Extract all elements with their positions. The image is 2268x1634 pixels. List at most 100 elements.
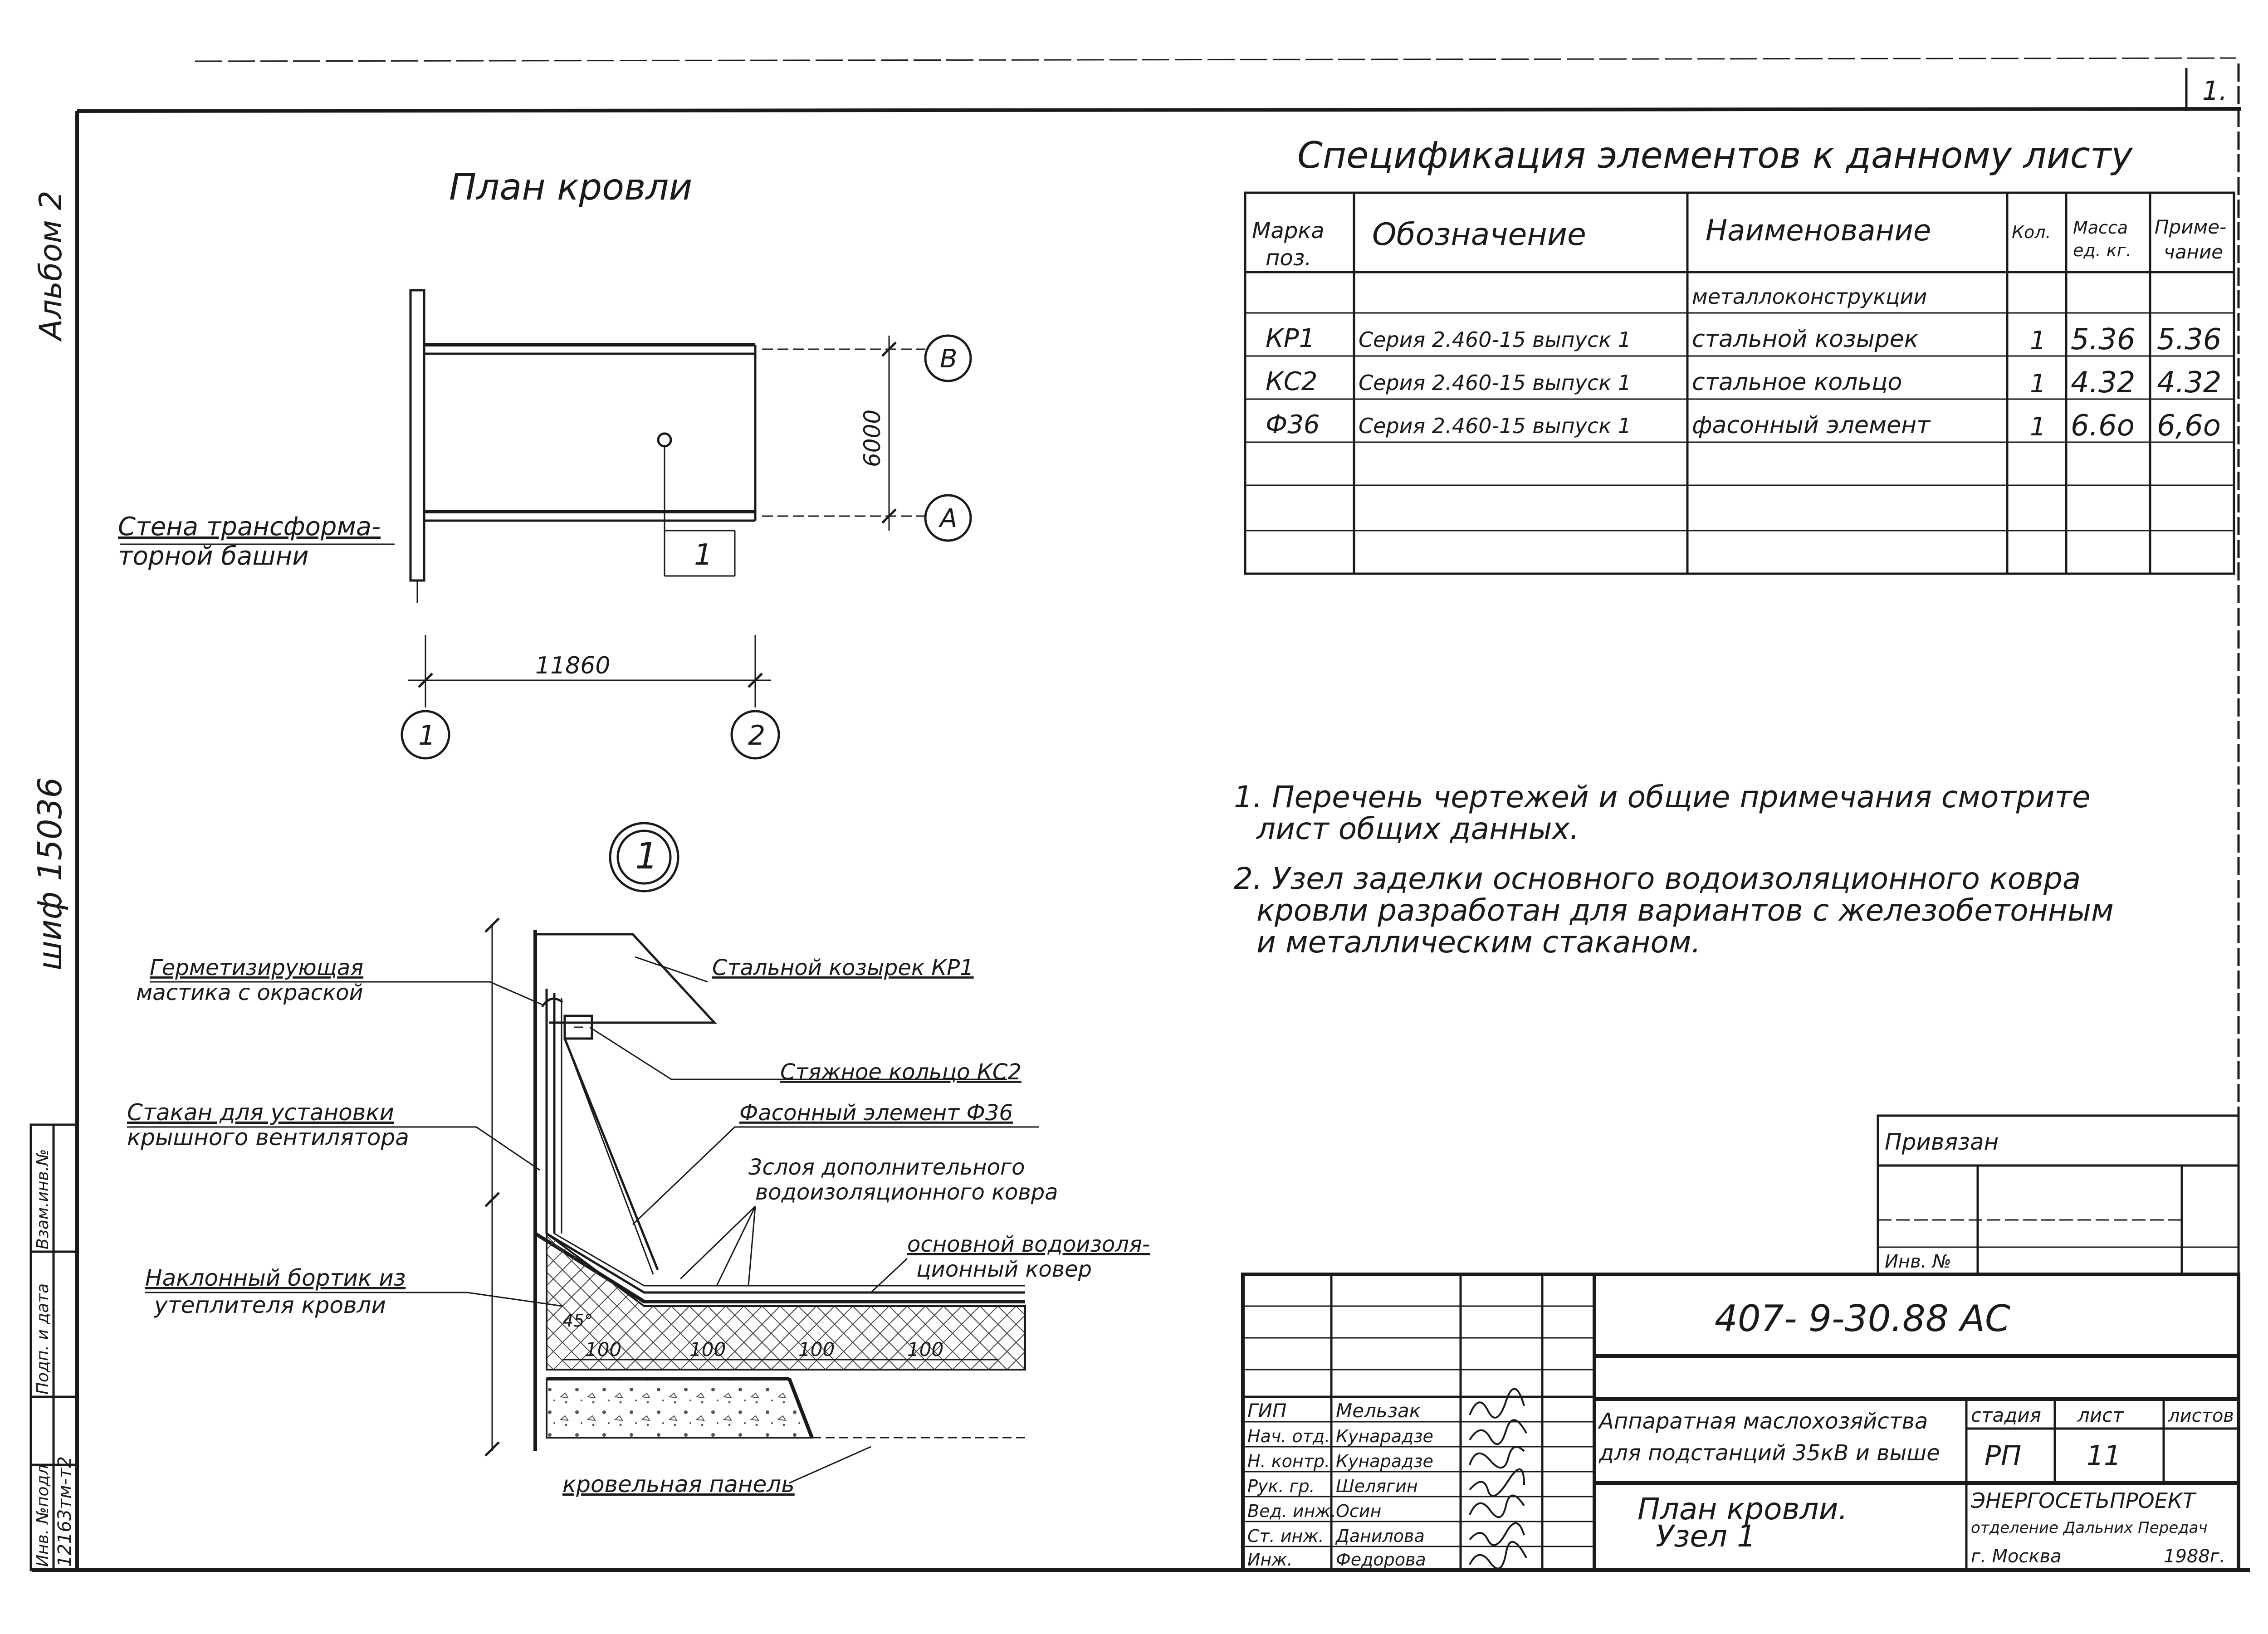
row-name: стальное кольцо bbox=[1692, 369, 1902, 396]
doc-code: 407- 9-30.88 АС bbox=[1715, 1297, 2010, 1340]
dim-100-a: 100 bbox=[585, 1338, 621, 1361]
person-role: Нач. отд. bbox=[1247, 1426, 1330, 1446]
node-detail: 1 45° 100 bbox=[127, 822, 1150, 1497]
row-mass: 4.32 bbox=[2071, 366, 2136, 400]
org-year: 1988г. bbox=[2164, 1546, 2225, 1567]
label-layers-1: 3слоя дополнительного bbox=[748, 1155, 1025, 1180]
spec-row: КС2 Серия 2.460-15 выпуск 1 стальное кол… bbox=[1266, 366, 2222, 400]
label-ring: Стяжное кольцо КС2 bbox=[780, 1059, 1022, 1085]
row-name: стальной козырек bbox=[1692, 326, 1919, 353]
org-name: ЭНЕРГОСЕТЬПРОЕКТ bbox=[1970, 1488, 2197, 1513]
axis-b-label: В bbox=[940, 344, 957, 374]
row-qty: 1 bbox=[2030, 369, 2046, 399]
project-line-1: Аппаратная маслохозяйства bbox=[1598, 1409, 1928, 1434]
title-block: 407- 9-30.88 АС Аппаратная маслохозяйств… bbox=[1241, 1273, 2240, 1572]
dim-100-b: 100 bbox=[689, 1338, 726, 1361]
person-role: Инж. bbox=[1247, 1550, 1293, 1570]
col-mark-2: поз. bbox=[1266, 245, 1312, 271]
col-mark-1: Марка bbox=[1252, 218, 1325, 244]
row-mass: 6.6о bbox=[2071, 409, 2135, 443]
row-mark: КС2 bbox=[1266, 367, 1318, 396]
label-main-1: основной водоизоля- bbox=[907, 1232, 1150, 1257]
label-panel: кровельная панель bbox=[562, 1471, 795, 1497]
label-mastic-2: мастика с окраской bbox=[136, 980, 363, 1005]
stage-value: РП bbox=[1984, 1440, 2021, 1472]
person-name: Осин bbox=[1336, 1501, 1381, 1521]
cipher-label: шиф 15036 bbox=[31, 777, 69, 971]
note-2-line-3: и металлическим стаканом. bbox=[1256, 925, 1701, 960]
axis-a-bubble bbox=[924, 494, 972, 542]
sheet-label: лист bbox=[2077, 1404, 2124, 1426]
row-name: фасонный элемент bbox=[1692, 412, 1931, 439]
spec-row: Ф36 Серия 2.460-15 выпуск 1 фасонный эле… bbox=[1266, 409, 2221, 443]
row-note: 6,6о bbox=[2157, 409, 2221, 443]
person-role: Н. контр. bbox=[1247, 1451, 1330, 1471]
axis-b-bubble bbox=[924, 334, 972, 382]
person-name: Мельзак bbox=[1336, 1400, 1421, 1422]
axis-1-label: 1 bbox=[418, 720, 435, 751]
note-2-line-2: кровли разработан для вариантов с железо… bbox=[1256, 893, 2114, 928]
note-1-line-1: 1. Перечень чертежей и общие примечания … bbox=[1234, 780, 2091, 815]
spec-title: Спецификация элементов к данному листу bbox=[1297, 134, 2133, 176]
col-note-1: Приме- bbox=[2155, 216, 2226, 238]
person-role: Рук. гр. bbox=[1247, 1476, 1315, 1496]
col-mass-2: ед. кг. bbox=[2073, 240, 2131, 260]
node-marker-inner bbox=[616, 829, 672, 885]
insulation-slope bbox=[546, 1232, 1026, 1371]
dim-11860: 11860 bbox=[535, 652, 610, 679]
row-mass: 5.36 bbox=[2071, 323, 2136, 356]
axis-2-bubble bbox=[730, 710, 780, 760]
roof-panel bbox=[546, 1378, 813, 1439]
wall-outline bbox=[409, 289, 425, 582]
wall-label-line1: Стена трансформа- bbox=[118, 512, 381, 541]
org-city: г. Москва bbox=[1971, 1546, 2062, 1567]
spec-table: Спецификация элементов к данному листу М… bbox=[1244, 134, 2235, 575]
row-mark: Ф36 bbox=[1266, 410, 1320, 439]
people-list: ГИП Мельзак Нач. отд. Кунарадзе Н. контр… bbox=[1247, 1400, 1433, 1570]
label-slope-2: утеплителя кровли bbox=[153, 1292, 386, 1318]
person-name: Шелягин bbox=[1336, 1476, 1418, 1496]
row-designation: Серия 2.460-15 выпуск 1 bbox=[1359, 371, 1631, 395]
row-qty: 1 bbox=[2030, 326, 2046, 356]
roof-plan: План кровли 1 6000 В А 1 bbox=[118, 166, 972, 760]
label-visor: Стальной козырек КР1 bbox=[712, 955, 974, 980]
node-marker-label: 1 bbox=[635, 835, 658, 877]
axis-2-label: 2 bbox=[748, 720, 765, 751]
stamp-replace-label: Взам.инв.№ bbox=[34, 1149, 52, 1249]
signatures bbox=[1469, 1388, 1527, 1570]
person-role: ГИП bbox=[1247, 1400, 1286, 1422]
dim-6000: 6000 bbox=[859, 410, 885, 467]
trim-line bbox=[195, 57, 2237, 62]
plan-title: План кровли bbox=[449, 166, 692, 208]
binding-stamp: Привязан Инв. № bbox=[1877, 1114, 2240, 1276]
sheet-title-2: Узел 1 bbox=[1656, 1519, 1756, 1554]
person-role: Вед. инж. bbox=[1247, 1501, 1336, 1521]
general-notes: 1. Перечень чертежей и общие примечания … bbox=[1234, 780, 2114, 960]
row-designation: Серия 2.460-15 выпуск 1 bbox=[1359, 327, 1631, 352]
binding-label: Привязан bbox=[1885, 1129, 1999, 1155]
person-name: Федорова bbox=[1336, 1550, 1426, 1570]
col-name: Наименование bbox=[1706, 214, 1931, 248]
tension-ring bbox=[563, 1015, 593, 1040]
row-qty: 1 bbox=[2030, 412, 2046, 442]
label-glass-1: Стакан для установки bbox=[127, 1099, 394, 1126]
spec-group: металлоконструкции bbox=[1692, 284, 1927, 309]
album-label: Альбом 2 bbox=[33, 190, 69, 342]
stamp-inv-value: 12163тм-т2 bbox=[54, 1456, 75, 1567]
row-designation: Серия 2.460-15 выпуск 1 bbox=[1359, 414, 1631, 438]
binding-inv: Инв. № bbox=[1885, 1251, 1951, 1272]
label-main-2: ционный ковер bbox=[916, 1257, 1092, 1282]
label-mastic-1: Герметизирующая bbox=[150, 955, 363, 980]
col-qty: Кол. bbox=[2012, 222, 2051, 242]
row-note: 4.32 bbox=[2157, 366, 2222, 400]
row-note: 5.36 bbox=[2157, 323, 2222, 356]
label-glass-2: крышного вентилятора bbox=[127, 1124, 409, 1151]
spec-row: КР1 Серия 2.460-15 выпуск 1 стальной коз… bbox=[1266, 323, 2222, 356]
sheets-label: листов bbox=[2168, 1405, 2234, 1426]
label-slope-1: Наклонный бортик из bbox=[145, 1265, 406, 1291]
node-ref: 1 bbox=[694, 538, 713, 572]
person-name: Данилова bbox=[1335, 1526, 1425, 1546]
note-1-line-2: лист общих данных. bbox=[1256, 811, 1579, 846]
dim-100-c: 100 bbox=[798, 1338, 835, 1361]
